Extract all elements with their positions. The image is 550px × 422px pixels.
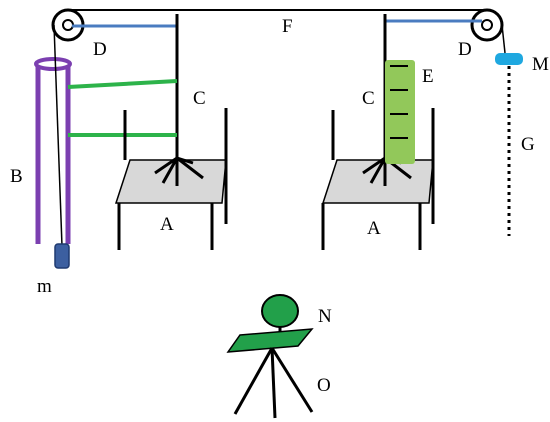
right-hanging-string xyxy=(501,24,506,54)
label-n: N xyxy=(318,306,332,327)
label-e: E xyxy=(422,66,434,87)
scale xyxy=(385,60,415,164)
small-weight xyxy=(54,243,70,269)
large-weight xyxy=(495,53,523,65)
label-m-large: M xyxy=(532,54,549,75)
label-b: B xyxy=(10,166,23,187)
left-hanging-string xyxy=(53,24,63,247)
left-stand xyxy=(114,108,228,250)
label-a-left: A xyxy=(160,214,174,235)
label-m-small: m xyxy=(37,276,52,297)
label-d-right: D xyxy=(458,39,472,60)
telescope xyxy=(226,294,314,353)
label-o: O xyxy=(317,375,331,396)
label-d-left: D xyxy=(93,39,107,60)
right-pulley xyxy=(470,8,504,42)
label-c-left: C xyxy=(193,88,206,109)
label-c-right: C xyxy=(362,88,375,109)
tube xyxy=(34,57,72,244)
label-a-right: A xyxy=(367,218,381,239)
label-f: F xyxy=(282,16,293,37)
upper-clamp xyxy=(67,79,178,89)
tripod xyxy=(233,347,314,419)
right-stand xyxy=(321,108,435,250)
label-g: G xyxy=(521,134,535,155)
